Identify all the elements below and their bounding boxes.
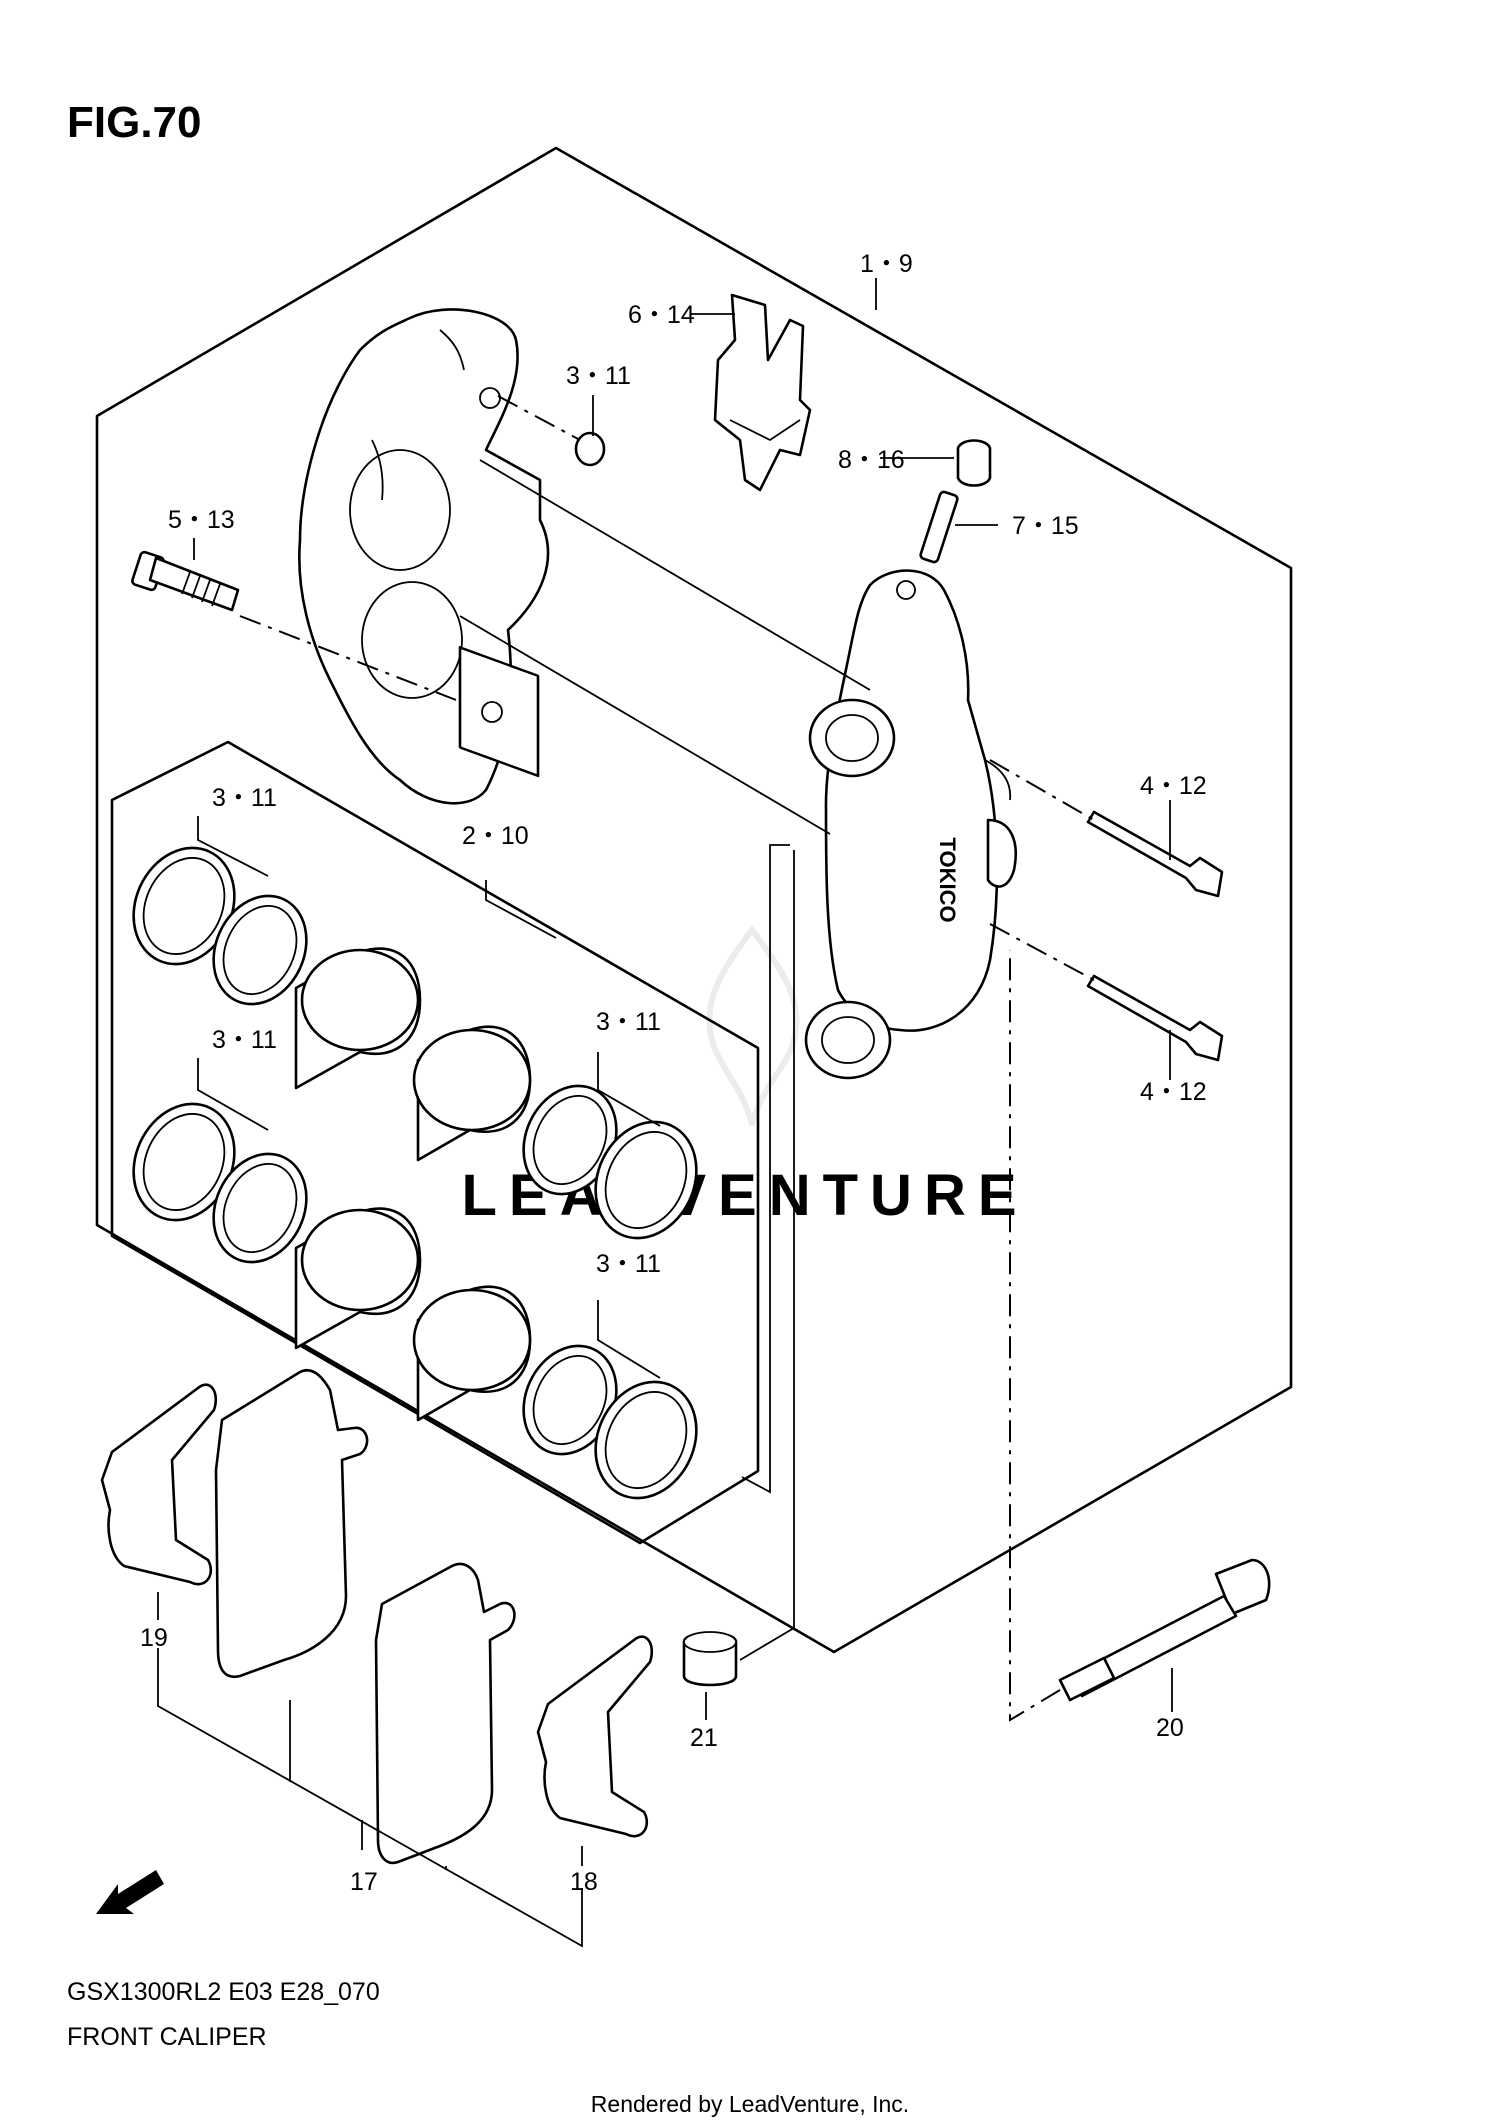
- bleeder-parts: [919, 439, 992, 564]
- pad-spring: [713, 293, 812, 492]
- label-3-11-a: 3・11: [212, 784, 277, 812]
- brake-pad-right: [374, 1562, 516, 1865]
- caliper-outer-half: TOKICO: [804, 569, 1017, 1080]
- caliper-bolt: [131, 550, 240, 612]
- forward-arrow-icon: FWD: [96, 1870, 164, 1914]
- pad-shim-left: [100, 1383, 218, 1586]
- collar: [682, 1631, 738, 1687]
- mounting-bolt: [1058, 1558, 1271, 1702]
- label-20: 20: [1156, 1714, 1184, 1742]
- label-4-12-top: 4・12: [1140, 772, 1207, 800]
- label-2-10: 2・10: [462, 822, 529, 850]
- label-17: 17: [350, 1868, 378, 1896]
- caliper-inner-half: [298, 308, 550, 805]
- label-5-13: 5・13: [168, 506, 235, 534]
- leader-lines: [157, 278, 1173, 1948]
- label-8-16: 8・16: [838, 446, 905, 474]
- model-code: GSX1300RL2 E03 E28_070: [67, 1978, 380, 2006]
- label-4-12-bottom: 4・12: [1140, 1078, 1207, 1106]
- label-6-14: 6・14: [628, 301, 695, 329]
- label-3-11-top: 3・11: [566, 362, 631, 390]
- label-1-9: 1・9: [860, 250, 913, 278]
- label-18: 18: [570, 1868, 598, 1896]
- section-name: FRONT CALIPER: [67, 2023, 267, 2051]
- label-19: 19: [140, 1624, 168, 1652]
- piston-kit: [132, 846, 698, 1500]
- pad-pins: [1086, 810, 1224, 1062]
- label-3-11-c: 3・11: [212, 1026, 277, 1054]
- brake-pad-left: [214, 1369, 369, 1679]
- label-7-15: 7・15: [1012, 512, 1079, 540]
- figure-title: FIG.70: [67, 98, 202, 147]
- label-21: 21: [690, 1724, 718, 1752]
- pad-shim-right: [536, 1635, 654, 1838]
- washer-top: [574, 431, 606, 467]
- rendered-by: Rendered by LeadVenture, Inc.: [591, 2091, 909, 2117]
- assembly-lines: [239, 395, 1095, 1722]
- label-3-11-d: 3・11: [596, 1250, 661, 1278]
- caliper-brand-text: TOKICO: [935, 837, 960, 922]
- callout-labels: 1・9 6・14 3・11 8・16 7・15 5・13 3・11 2・10 4…: [140, 250, 1207, 1896]
- kit-frame-connector: [741, 844, 790, 1494]
- label-3-11-b: 3・11: [596, 1008, 661, 1036]
- piston-kit-frame: [110, 740, 760, 1545]
- assembly-frame: [95, 146, 1293, 1654]
